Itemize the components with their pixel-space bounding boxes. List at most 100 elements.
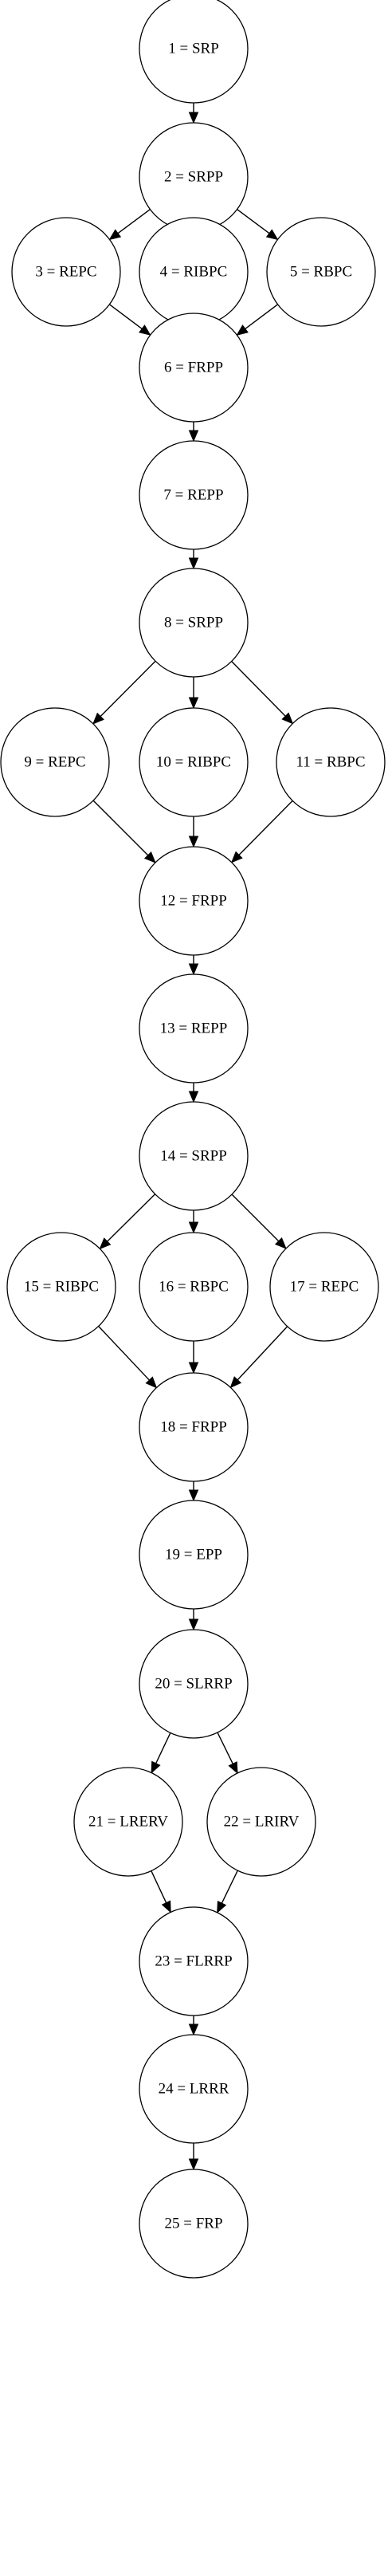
node-23: 23 = FLRRP	[139, 1906, 249, 2016]
node-circle	[206, 1767, 316, 1877]
node-label: 21 = LRERV	[88, 1814, 168, 1831]
edges-layer	[92, 103, 294, 2171]
edge-21-to-23	[151, 1870, 171, 1913]
node-circle	[139, 440, 249, 550]
edge-19-to-20	[188, 1609, 199, 1631]
edge-8-to-11	[231, 661, 294, 725]
edge-line	[231, 1194, 280, 1242]
arrowhead	[161, 1900, 171, 1913]
node-circle	[139, 1101, 249, 1211]
edge-8-to-10	[188, 677, 199, 710]
node-4: 4 = RIBPC	[139, 217, 249, 327]
arrowhead	[217, 1900, 227, 1913]
edge-line	[237, 1326, 288, 1381]
edge-11-to-12	[230, 800, 293, 863]
node-label: 13 = REPP	[160, 1021, 228, 1037]
arrowhead	[188, 557, 199, 570]
node-circle	[139, 568, 249, 678]
edge-2-to-5	[237, 209, 279, 241]
node-3: 3 = REPC	[11, 217, 121, 327]
arrowhead	[108, 229, 122, 241]
edge-14-to-16	[188, 1210, 199, 1234]
node-label: 9 = REPC	[24, 754, 85, 771]
edge-16-to-18	[188, 1341, 199, 1375]
node-label: 17 = REPC	[290, 1279, 359, 1296]
node-circle	[139, 846, 249, 956]
edge-7-to-8	[188, 549, 199, 570]
node-13: 13 = REPP	[139, 973, 249, 1083]
arrowhead	[188, 697, 199, 710]
arrowhead	[145, 1376, 158, 1389]
edge-8-to-9	[92, 660, 156, 725]
arrowhead	[188, 963, 199, 976]
node-5: 5 = RBPC	[266, 217, 376, 327]
node-label: 7 = REPP	[163, 487, 223, 504]
edge-2-to-3	[108, 209, 151, 241]
arrowhead	[188, 112, 199, 124]
edge-14-to-17	[231, 1194, 287, 1249]
arrowhead	[265, 229, 279, 241]
edge-20-to-22	[217, 1732, 238, 1775]
edge-line	[155, 1732, 171, 1764]
node-label: 15 = RIBPC	[24, 1279, 99, 1296]
edge-line	[151, 1870, 167, 1903]
node-label: 1 = SRP	[168, 41, 219, 57]
arrowhead	[188, 430, 199, 442]
arrowhead	[188, 1091, 199, 1103]
node-label: 23 = FLRRP	[155, 1953, 232, 1970]
node-2: 2 = SRPP	[139, 122, 249, 232]
node-circle	[266, 217, 376, 327]
edge-line	[237, 209, 270, 234]
edge-13-to-14	[188, 1083, 199, 1103]
node-label: 8 = SRPP	[164, 615, 223, 631]
edge-15-to-18	[98, 1325, 158, 1389]
edge-line	[245, 304, 279, 329]
node-label: 11 = RBPC	[296, 754, 365, 771]
node-11: 11 = RBPC	[276, 707, 386, 817]
arrowhead	[139, 324, 151, 336]
arrowhead	[188, 2023, 199, 2036]
node-label: 5 = RBPC	[290, 264, 352, 281]
node-21: 21 = LRERV	[73, 1767, 183, 1877]
arrowhead	[188, 1221, 199, 1234]
edge-6-to-7	[188, 422, 199, 442]
node-label: 3 = REPC	[35, 264, 96, 281]
node-label: 14 = SRPP	[160, 1148, 227, 1165]
arrowhead	[274, 1237, 287, 1249]
edge-1-to-2	[188, 103, 199, 124]
node-label: 6 = FRPP	[164, 360, 223, 376]
node-label: 2 = SRPP	[164, 169, 223, 186]
node-14: 14 = SRPP	[139, 1101, 249, 1211]
node-20: 20 = SLRRP	[139, 1629, 249, 1739]
node-label: 12 = FRPP	[160, 893, 227, 910]
node-25: 25 = FRP	[139, 2169, 249, 2279]
node-6: 6 = FRPP	[139, 313, 249, 423]
node-24: 24 = LRRR	[139, 2034, 249, 2144]
edge-5-to-6	[236, 304, 279, 336]
edge-24-to-25	[188, 2143, 199, 2171]
edge-line	[217, 1732, 233, 1764]
edge-22-to-23	[217, 1870, 238, 1913]
edge-line	[98, 1325, 150, 1381]
arrowhead	[229, 1376, 242, 1389]
node-label: 16 = RBPC	[159, 1279, 229, 1296]
node-circle	[11, 217, 121, 327]
edge-14-to-15	[99, 1194, 156, 1250]
node-9: 9 = REPC	[0, 707, 110, 817]
edge-line	[117, 209, 151, 234]
node-12: 12 = FRPP	[139, 846, 249, 956]
node-label: 10 = RIBPC	[156, 754, 231, 771]
edge-20-to-21	[151, 1732, 171, 1774]
edge-line	[108, 304, 143, 329]
node-circle	[139, 2034, 249, 2144]
edge-line	[107, 1194, 156, 1242]
arrowhead	[143, 851, 156, 863]
edge-10-to-12	[188, 816, 199, 848]
node-circle	[139, 1372, 249, 1482]
node-label: 18 = FRPP	[160, 1419, 227, 1436]
edge-18-to-19	[188, 1481, 199, 1502]
arrowhead	[230, 851, 243, 863]
arrowhead	[188, 1489, 199, 1502]
edge-line	[238, 800, 293, 855]
node-label: 19 = EPP	[165, 1547, 222, 1563]
